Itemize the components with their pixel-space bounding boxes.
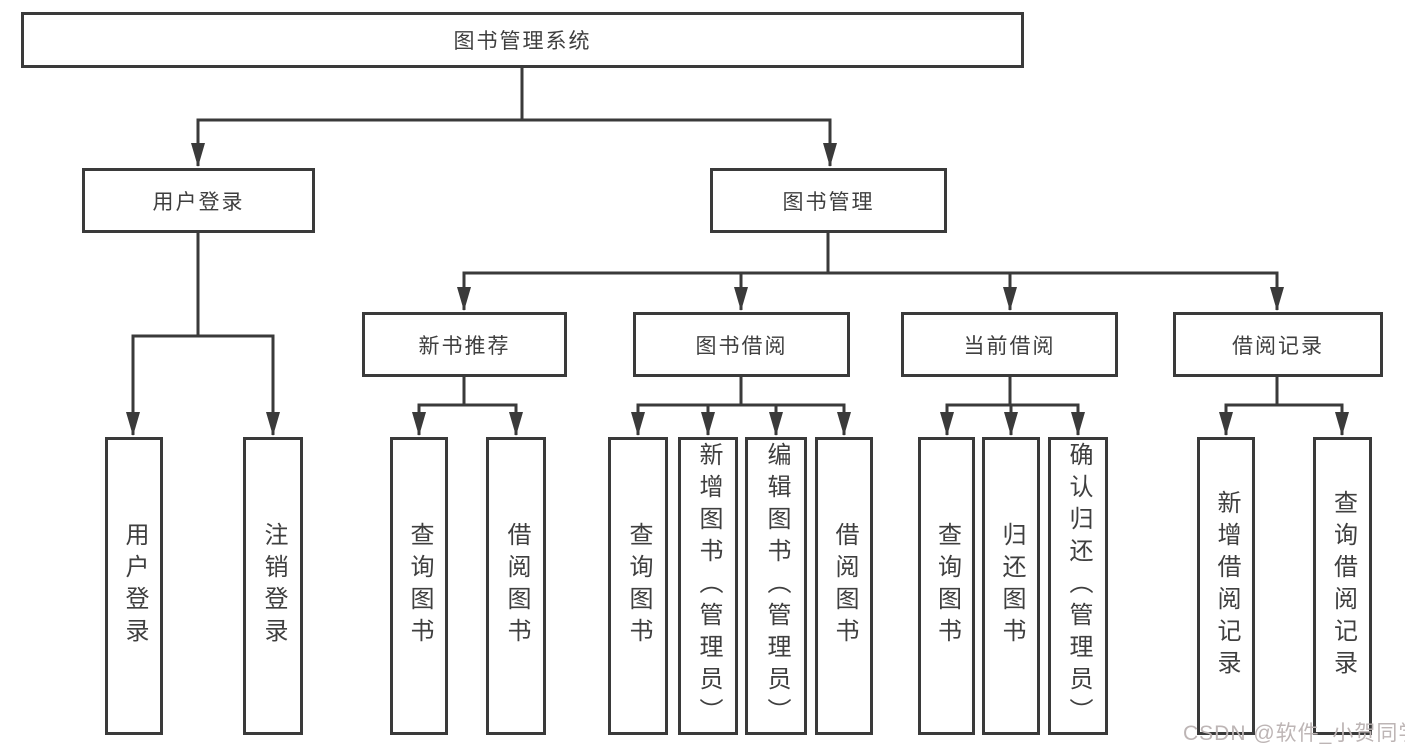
node-borrowing-records-label: 借阅记录: [1232, 334, 1324, 358]
leaf-logout-label: 注销登录: [260, 522, 287, 650]
node-book-borrowing: 图书借阅: [633, 312, 850, 377]
node-current-borrowing: 当前借阅: [901, 312, 1118, 377]
node-new-book-recommendation: 新书推荐: [362, 312, 567, 377]
leaf-query-books-recommendation-label: 查询图书: [406, 522, 433, 650]
node-borrowing-records: 借阅记录: [1173, 312, 1383, 377]
leaf-query-books-recommendation: 查询图书: [390, 437, 448, 735]
leaf-borrow-books-recommendation-label: 借阅图书: [503, 522, 530, 650]
node-book-borrowing-label: 图书借阅: [695, 334, 788, 358]
node-root-label: 图书管理系统: [453, 30, 592, 53]
leaf-return-books: 归还图书: [982, 437, 1040, 735]
leaf-user-login-label: 用户登录: [121, 522, 148, 650]
leaf-return-books-label: 归还图书: [998, 522, 1025, 650]
leaf-user-login: 用户登录: [105, 437, 163, 735]
leaf-query-books-current-label: 查询图书: [933, 522, 961, 650]
node-current-borrowing-label: 当前借阅: [963, 334, 1056, 358]
leaf-logout: 注销登录: [243, 437, 303, 735]
leaf-confirm-return-admin-label: 确认归还（管理员）: [1065, 442, 1092, 730]
leaf-query-books-current: 查询图书: [918, 437, 975, 735]
leaf-query-books-borrowing-label: 查询图书: [625, 522, 652, 650]
leaf-borrow-books-recommendation: 借阅图书: [486, 437, 546, 735]
node-book-management-label: 图书管理: [782, 190, 875, 214]
leaf-add-books-admin: 新增图书（管理员）: [678, 437, 738, 735]
node-root: 图书管理系统: [21, 12, 1024, 68]
leaf-borrow-books-borrowing-label: 借阅图书: [831, 522, 858, 650]
leaf-edit-books-admin: 编辑图书（管理员）: [745, 437, 807, 735]
node-book-management: 图书管理: [710, 168, 947, 233]
leaf-query-borrow-record: 查询借阅记录: [1313, 437, 1372, 735]
node-new-book-recommendation-label: 新书推荐: [418, 334, 511, 358]
leaf-query-borrow-record-label: 查询借阅记录: [1329, 490, 1357, 682]
leaf-add-borrow-record: 新增借阅记录: [1197, 437, 1255, 735]
leaf-edit-books-admin-label: 编辑图书（管理员）: [763, 442, 790, 730]
leaf-borrow-books-borrowing: 借阅图书: [815, 437, 873, 735]
leaf-add-borrow-record-label: 新增借阅记录: [1213, 490, 1240, 682]
node-user-login-label: 用户登录: [152, 190, 245, 214]
node-user-login: 用户登录: [82, 168, 315, 233]
leaf-add-books-admin-label: 新增图书（管理员）: [695, 442, 722, 730]
csdn-watermark: CSDN @软件_小贺同学: [1183, 722, 1405, 745]
leaf-confirm-return-admin: 确认归还（管理员）: [1048, 437, 1108, 735]
leaf-query-books-borrowing: 查询图书: [608, 437, 668, 735]
